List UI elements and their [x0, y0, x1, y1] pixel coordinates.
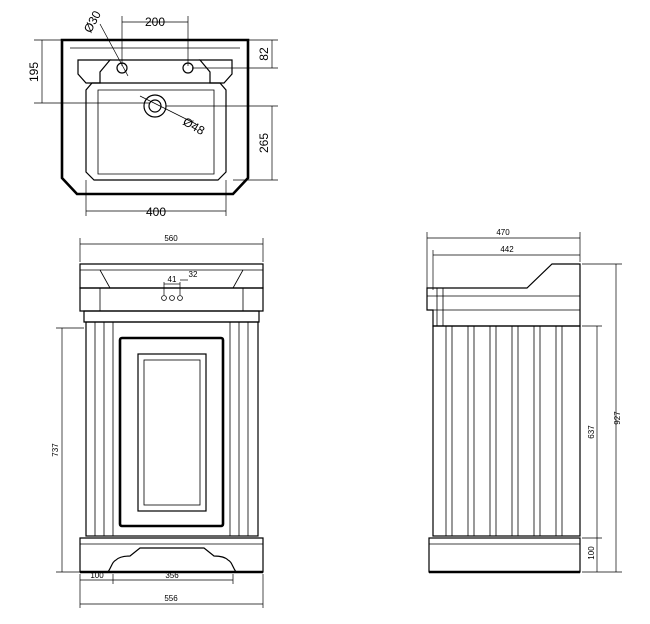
- left-ledge: [77, 59, 112, 84]
- dim-overall-depth: 470: [496, 228, 510, 237]
- leader-d48: [139, 95, 197, 125]
- cabinet-top-ledge: [83, 310, 260, 323]
- bowl-inner-line: [97, 89, 215, 175]
- dim-tap-offset: 82: [257, 47, 271, 61]
- side-elevation: 470 442 927: [426, 228, 622, 574]
- waste-outlet-inner: [148, 99, 162, 113]
- dim-front-tap-spacing: 32: [189, 270, 198, 279]
- right-ledge: [198, 59, 233, 84]
- cabinet-plinth: [79, 537, 264, 573]
- dim-carcass-height: 637: [587, 425, 596, 439]
- dim-front-tap-offset: 41: [168, 275, 177, 284]
- dim-overall-width: 560: [164, 234, 178, 243]
- waste-outlet-outer: [143, 94, 167, 118]
- front-tap-hole-2: [169, 295, 175, 301]
- dim-plinth-cutout: 356: [165, 571, 179, 580]
- cabinet-body: [85, 321, 259, 537]
- leader-d30: [99, 23, 129, 77]
- basin-plan-view: 200 Ø30 195 82 265 Ø48 400: [27, 8, 278, 219]
- dim-cabinet-height: 737: [51, 443, 60, 457]
- dim-tap-hole-diameter: Ø30: [81, 8, 104, 35]
- dim-bowl-width: 400: [146, 205, 166, 219]
- dim-total-height: 927: [613, 411, 622, 425]
- front-elevation: 560 41 32: [51, 234, 264, 608]
- basin-side-profile: [426, 263, 581, 327]
- dim-plinth-setback: 100: [90, 571, 104, 580]
- dim-base-width: 556: [164, 594, 178, 603]
- basin-inner-bowl: [85, 82, 227, 181]
- front-tap-hole-1: [161, 295, 167, 301]
- dim-plinth-height: 100: [587, 546, 596, 560]
- cabinet-side-carcass: [432, 325, 581, 537]
- dim-cabinet-depth: 442: [500, 245, 514, 254]
- front-tap-hole-3: [177, 295, 183, 301]
- door-panel-inner: [143, 359, 201, 506]
- dim-tap-spacing: 200: [145, 15, 165, 29]
- dim-basin-depth: 195: [27, 62, 41, 82]
- door-panel-outer: [137, 353, 207, 512]
- basin-front-band: [79, 287, 264, 312]
- side-plinth: [428, 537, 581, 573]
- dim-waste-diameter: Ø48: [181, 114, 208, 138]
- dim-waste-to-front: 265: [257, 133, 271, 153]
- cabinet-door: [118, 336, 225, 528]
